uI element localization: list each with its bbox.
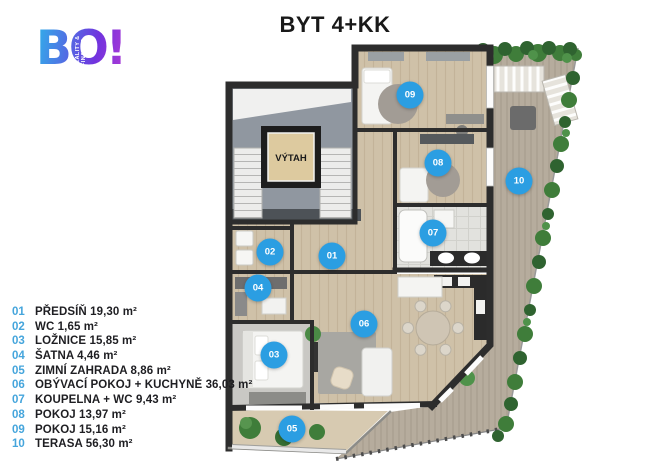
windows [231,65,494,454]
legend-item-number: 05 [12,364,25,377]
legend-item-number: 08 [12,408,25,421]
staircase [233,147,352,219]
legend-item-label: POKOJ 13,97 m² [35,408,126,421]
dining-table [415,310,451,346]
legend-item-04: 04 ŠATNA 4,46 m² [12,350,252,365]
legend-item-06: 06 OBÝVACÍ POKOJ + KUCHYNĚ 36,03 m² [12,379,252,394]
stair-landing [233,89,351,120]
pillow-03a [254,335,269,356]
sofa [361,347,393,397]
sink-right [464,252,480,264]
legend-item-label: TERASA 56,30 m² [35,438,133,451]
page-title: BYT 4+KK [279,12,391,37]
legend-item-number: 09 [12,423,25,436]
bathtub [398,209,428,263]
elevator-label: VÝTAH [275,152,307,164]
kitchen-island [397,276,443,298]
bo-logo-text: BO! [36,20,146,78]
legend-item-number: 02 [12,320,25,333]
terrace-lounger [493,65,579,127]
dresser-04 [261,297,287,315]
dining-chairs [402,300,464,356]
bo-logo: BO! REALITY & FINANCE [36,20,146,78]
legend-item-label: POKOJ 15,16 m² [35,423,126,436]
wardrobe-04b [235,292,247,316]
legend-item-02: 02 WC 1,65 m² [12,321,252,336]
legend-item-number: 01 [12,306,25,318]
armchair [330,366,354,390]
wardrobe-04 [235,277,287,289]
desk-09 [446,114,484,124]
legend-item-label: OBÝVACÍ POKOJ + KUCHYNĚ 36,03 m² [35,379,253,392]
rug-03 [249,392,306,404]
legend-item-08: 08 POKOJ 13,97 m² [12,409,252,424]
sink-left [438,252,454,264]
pillow-09 [363,69,391,84]
legend-item-label: WC 1,65 m² [35,320,98,333]
legend-item-01: 01 PŘEDSÍŇ 19,30 m² [12,306,252,321]
pillow-03b [254,360,269,381]
legend-list: 01 PŘEDSÍŇ 19,30 m² 02 WC 1,65 m² 03 LOŽNICE … [12,306,252,453]
hallway-floor [357,130,395,230]
wardrobe-08 [420,134,474,144]
legend-item-07: 07 KOUPELNA + WC 9,43 m² [12,394,252,409]
curtain-09-right [426,52,470,61]
legend-item-label: LOŽNICE 15,85 m² [35,335,137,348]
terrace-box [510,106,536,130]
legend-item-number: 03 [12,335,25,348]
rug-08 [426,163,460,197]
bed-08 [399,167,429,203]
wc-fixture [235,230,254,247]
legend-item-label: KOUPELNA + WC 9,43 m² [35,394,177,407]
legend-item-label: PŘEDSÍŇ 19,30 m² [35,306,137,318]
legend-item-03: 03 LOŽNICE 15,85 m² [12,335,252,350]
legend-item-number: 04 [12,350,25,363]
elevator: VÝTAH [261,126,321,188]
legend-item-10: 10 TERASA 56,30 m² [12,438,252,453]
curtain-09-left [368,52,404,61]
kitchen-appliance-2 [458,277,470,286]
legend-item-number: 07 [12,394,25,407]
legend-item-number: 06 [12,379,25,392]
tv-board [313,342,318,372]
legend-item-number: 10 [12,438,25,451]
wc-fixture-2 [235,249,254,266]
kitchen-appliance-1 [438,277,452,286]
legend-item-09: 09 POKOJ 15,16 m² [12,424,252,439]
kitchen-sink [476,300,485,314]
headboard-03 [243,331,253,388]
legend-item-label: ŠATNA 4,46 m² [35,350,118,363]
legend-item-05: 05 ZIMNÍ ZAHRADA 8,86 m² [12,365,252,380]
legend-item-label: ZIMNÍ ZAHRADA 8,86 m² [35,364,171,377]
rug-09 [378,84,418,124]
washer [433,209,455,229]
